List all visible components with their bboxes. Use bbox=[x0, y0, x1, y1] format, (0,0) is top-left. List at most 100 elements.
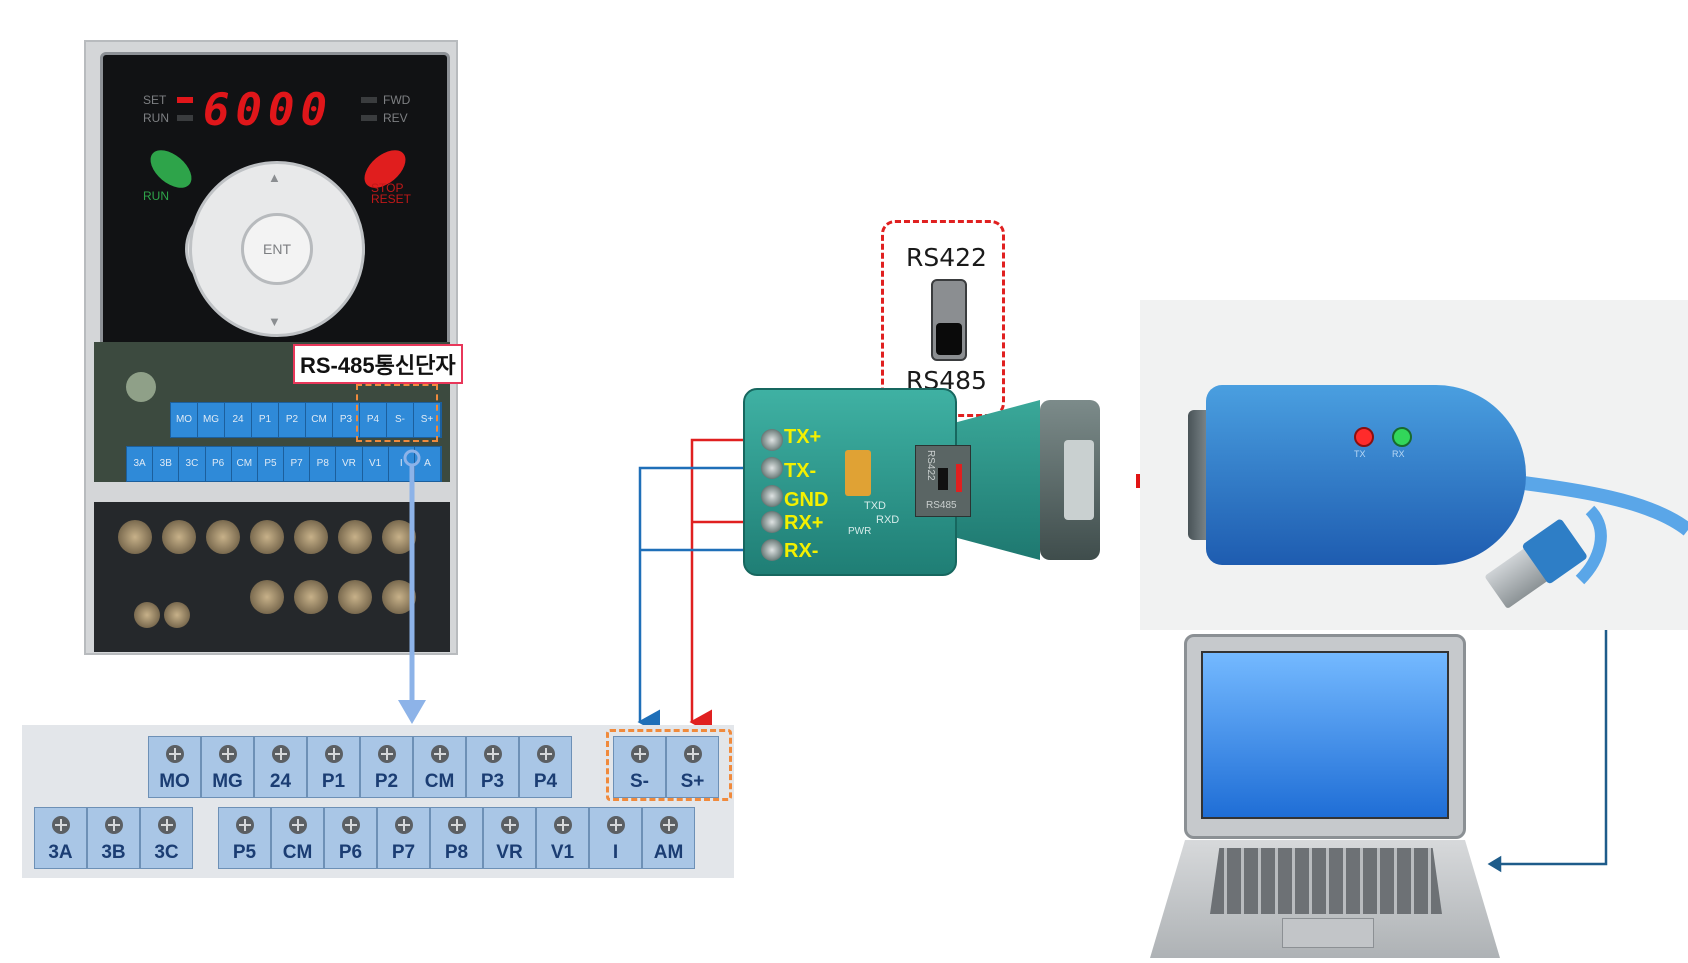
inverter-keypad-panel: SET RUN 6000 FWD REV RUN STOP RESET ◀ ▶ … bbox=[100, 52, 450, 348]
small-terminal: P3 bbox=[333, 403, 360, 437]
terminal-label: V1 bbox=[550, 842, 575, 863]
enter-button[interactable]: ENT bbox=[241, 213, 313, 285]
small-terminal: P4 bbox=[360, 403, 387, 437]
laptop-touchpad bbox=[1282, 918, 1374, 948]
run-button-label: RUN bbox=[143, 189, 169, 203]
small-terminal: 3B bbox=[153, 447, 180, 481]
terminal-label: P1 bbox=[321, 771, 346, 792]
rev-led-label: REV bbox=[383, 111, 408, 125]
power-screw bbox=[338, 580, 372, 614]
terminal-row2b: P6 bbox=[324, 807, 377, 869]
power-screw bbox=[250, 580, 284, 614]
terminal-row-bottom-left: 3A 3B 3C bbox=[34, 807, 193, 869]
usb-rs232-adapter: TX RX bbox=[1206, 385, 1526, 565]
small-terminal: MO bbox=[171, 403, 198, 437]
rev-led bbox=[361, 115, 377, 121]
terminal-screw-icon bbox=[104, 816, 123, 834]
up-arrow-icon[interactable]: ▲ bbox=[268, 170, 281, 185]
terminal-label: P4 bbox=[533, 771, 558, 792]
terminal-screw-icon bbox=[157, 816, 176, 834]
terminal-label: I bbox=[612, 842, 619, 863]
small-terminal: P5 bbox=[258, 447, 285, 481]
power-screw bbox=[134, 602, 160, 628]
terminal-row-rs485: S-S+ bbox=[613, 736, 719, 798]
terminal-label: 3C bbox=[154, 842, 179, 863]
terminal-screw-icon bbox=[165, 745, 184, 763]
pwr-label: PWR bbox=[848, 526, 872, 537]
run-led-label: RUN bbox=[143, 111, 169, 125]
terminal-screw-icon bbox=[606, 816, 625, 834]
terminal-screw-icon bbox=[394, 816, 413, 834]
small-terminal: S- bbox=[387, 403, 414, 437]
mode-slider-switch[interactable] bbox=[931, 279, 967, 361]
small-terminal: P7 bbox=[284, 447, 311, 481]
terminal-row2b: I bbox=[589, 807, 642, 869]
converter-screw-tx-plus bbox=[761, 429, 783, 451]
txd-label: TXD bbox=[864, 500, 886, 512]
terminal-row1: 24 bbox=[254, 736, 307, 798]
chip-rs485-text: RS485 bbox=[926, 500, 957, 511]
rs485-terminal-box bbox=[606, 729, 732, 801]
terminal-row2a: 3C bbox=[140, 807, 193, 869]
converter-screw-tx-minus bbox=[761, 457, 783, 479]
power-screw bbox=[118, 520, 152, 554]
terminal-screw-icon bbox=[430, 745, 449, 763]
converter-db9-connector bbox=[1040, 400, 1100, 560]
terminal-label: 3B bbox=[101, 842, 126, 863]
converter-screw-rx-minus bbox=[761, 539, 783, 561]
power-screw bbox=[338, 520, 372, 554]
chip-rs422-text: RS422 bbox=[925, 450, 936, 481]
small-terminal: V1 bbox=[363, 447, 389, 481]
terminal-row2b: P5 bbox=[218, 807, 271, 869]
terminal-row1: P4 bbox=[519, 736, 572, 798]
small-terminal: 3A bbox=[127, 447, 154, 481]
terminal-label: AM bbox=[653, 842, 684, 863]
terminal-screw-icon bbox=[500, 816, 519, 834]
pin-tx-plus-label: TX+ bbox=[784, 426, 822, 448]
power-screw bbox=[164, 602, 190, 628]
terminal-screw-icon bbox=[235, 816, 254, 834]
down-arrow-icon[interactable]: ▼ bbox=[268, 314, 281, 329]
pin-tx-minus-label: TX- bbox=[784, 460, 817, 482]
small-terminal: MG bbox=[198, 403, 225, 437]
converter-screw-rx-plus bbox=[761, 511, 783, 533]
set-led bbox=[177, 97, 193, 103]
small-terminal: S+ bbox=[414, 403, 441, 437]
slider-knob[interactable] bbox=[936, 323, 962, 355]
tx-led-label: TX bbox=[1354, 449, 1366, 459]
control-board: MO MG 24 P1 P2 CM P3 P4 S- S+ 3A 3B 3C P… bbox=[94, 342, 450, 482]
rs422-label: RS422 bbox=[906, 243, 987, 272]
run-led bbox=[177, 115, 193, 121]
small-terminal: 3C bbox=[179, 447, 206, 481]
converter-screw-gnd bbox=[761, 485, 783, 507]
chip-switch-arrow bbox=[956, 464, 962, 492]
usb-to-laptop-line bbox=[1487, 600, 1608, 873]
power-screw bbox=[206, 520, 240, 554]
terminal-screw-icon bbox=[483, 745, 502, 763]
db9-shell bbox=[1064, 440, 1094, 520]
small-terminal: P2 bbox=[279, 403, 306, 437]
laptop-keyboard bbox=[1210, 848, 1442, 914]
usb-cable bbox=[1500, 473, 1688, 585]
terminal-row2b: AM bbox=[642, 807, 695, 869]
small-terminal: P8 bbox=[310, 447, 337, 481]
terminal-screw-icon bbox=[341, 816, 360, 834]
rx-led-label: RX bbox=[1392, 449, 1405, 459]
terminal-row1: CM bbox=[413, 736, 466, 798]
terminal-label: 3A bbox=[48, 842, 73, 863]
rs485-terminal-highlight bbox=[356, 384, 438, 442]
small-terminal: P6 bbox=[206, 447, 232, 481]
terminal-label: P6 bbox=[338, 842, 363, 863]
terminal-label: CM bbox=[424, 771, 455, 792]
small-terminal: CM bbox=[306, 403, 333, 437]
terminal-row1: MG bbox=[201, 736, 254, 798]
terminal-screw-icon bbox=[447, 816, 466, 834]
small-terminal: 24 bbox=[225, 403, 252, 437]
terminal-row1: P2 bbox=[360, 736, 413, 798]
power-screw bbox=[250, 520, 284, 554]
pin-rx-plus-label: RX+ bbox=[784, 512, 824, 534]
terminal-label: CM bbox=[282, 842, 313, 863]
